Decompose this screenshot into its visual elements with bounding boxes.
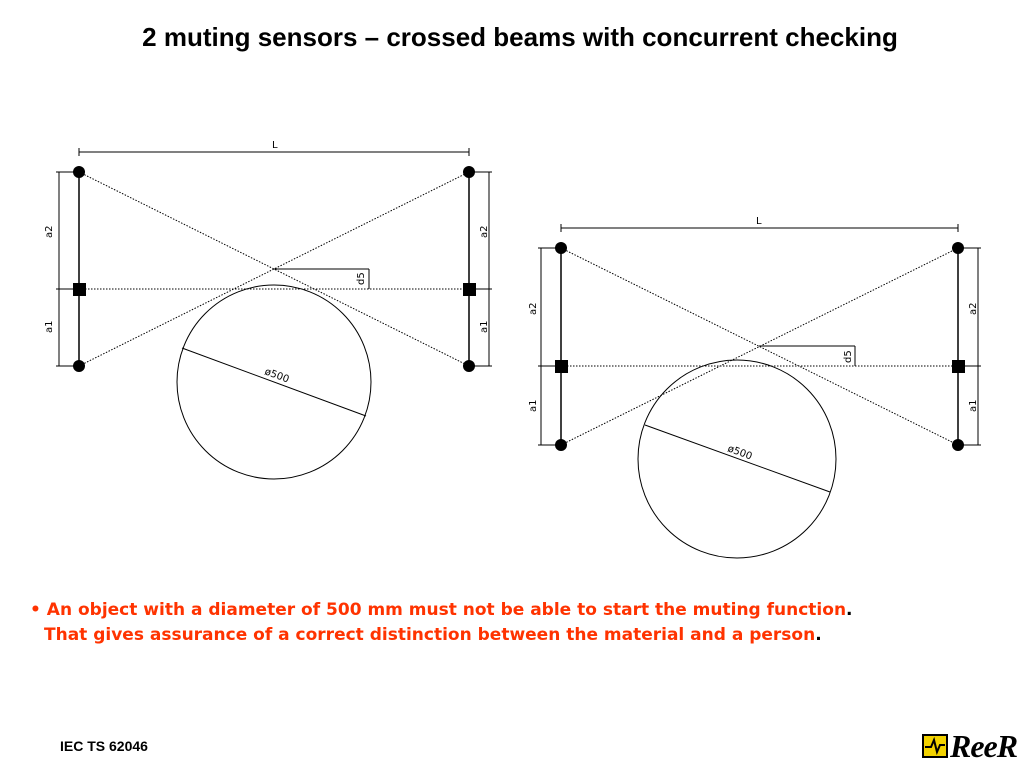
slide-title: 2 muting sensors – crossed beams with co…	[142, 22, 898, 52]
sensor-dot	[73, 166, 85, 178]
bullet-text-1: An object with a diameter of 500 mm must…	[46, 600, 847, 620]
sensor-dot	[555, 439, 567, 451]
sensor-square	[555, 360, 568, 373]
sensor-dot	[463, 360, 475, 372]
crossed-beam-2	[560, 247, 959, 446]
label-a2: a2	[968, 303, 979, 316]
sensor-dot	[463, 166, 475, 178]
label-a2: a2	[479, 226, 490, 239]
bullet-note: • An object with a diameter of 500 mm mu…	[30, 598, 1020, 648]
label-a1: a1	[528, 400, 539, 413]
right-diagram-labels: L a2 a1 a2 a1 d5 ø500	[528, 216, 979, 462]
sensor-dot	[555, 242, 567, 254]
reer-logo: ReeR	[920, 728, 1020, 764]
label-a1: a1	[44, 321, 55, 334]
crossed-beam-2	[78, 171, 470, 367]
label-L: L	[272, 140, 278, 151]
sensor-square	[73, 283, 86, 296]
logo-mark-icon	[922, 734, 948, 758]
label-a1: a1	[479, 321, 490, 334]
bullet-period-1: .	[846, 600, 853, 620]
sensor-square	[952, 360, 965, 373]
left-diagram-labels: L a2 a1 a2 a1 d5 ø500	[44, 140, 490, 385]
bullet-line-2: That gives assurance of a correct distin…	[30, 623, 1020, 648]
label-d5: d5	[843, 350, 854, 363]
sensor-dot	[73, 360, 85, 372]
bullet-text-2: That gives assurance of a correct distin…	[44, 625, 816, 645]
right-diagram	[538, 224, 981, 559]
bullet-period-2: .	[815, 625, 822, 645]
label-d5: d5	[356, 272, 367, 285]
bullet-line-1: • An object with a diameter of 500 mm mu…	[30, 598, 1020, 623]
test-object-circle	[637, 359, 837, 559]
sensor-dot	[952, 439, 964, 451]
footer-standard: IEC TS 62046	[60, 738, 148, 754]
diameter-line	[181, 347, 367, 417]
label-a1: a1	[968, 400, 979, 413]
logo-text: ReeR	[950, 728, 1018, 764]
test-object-circle	[176, 284, 372, 480]
label-a2: a2	[528, 303, 539, 316]
label-L: L	[756, 216, 762, 227]
crossed-beam-1	[78, 171, 470, 367]
left-diagram	[56, 148, 492, 480]
crossed-beam-1	[560, 247, 959, 446]
diameter-line	[644, 424, 831, 493]
label-a2: a2	[44, 226, 55, 239]
sensor-dot	[952, 242, 964, 254]
bullet-marker: •	[30, 600, 41, 620]
sensor-square	[463, 283, 476, 296]
